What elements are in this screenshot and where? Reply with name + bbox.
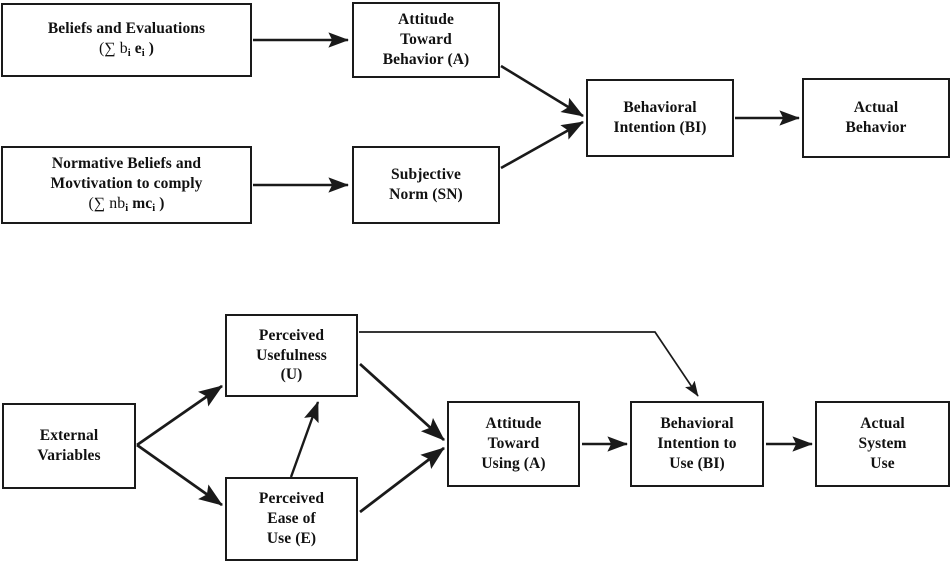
node-perceived-usefulness[interactable]: Perceived Usefulness (U) — [225, 314, 358, 397]
node-label: Beliefs and Evaluations (∑ bi ei ) — [47, 20, 206, 60]
node-actual-behavior[interactable]: Actual Behavior — [802, 78, 950, 158]
node-beliefs-and-evaluations[interactable]: Beliefs and Evaluations (∑ bi ei ) — [1, 3, 252, 77]
node-actual-system-use[interactable]: Actual System Use — [815, 401, 950, 487]
node-label: Perceived Ease of Use (E) — [258, 490, 325, 547]
node-label: Behavioral Intention to Use (BI) — [657, 415, 737, 472]
node-label: Actual System Use — [858, 415, 907, 472]
edge-ease-of-use-to-usefulness — [289, 401, 320, 478]
node-external-variables[interactable]: External Variables — [2, 403, 136, 489]
node-behavioral-intention-to-use[interactable]: Behavioral Intention to Use (BI) — [630, 401, 764, 487]
node-behavioral-intention[interactable]: Behavioral Intention (BI) — [586, 79, 734, 157]
node-label: Behavioral Intention (BI) — [613, 99, 707, 136]
edge-subjective-norm-to-intention — [500, 120, 584, 170]
edge-ease-of-use-to-attitude-using — [359, 446, 445, 514]
edge-external-to-usefulness — [136, 384, 223, 447]
node-label: Attitude Toward Using (A) — [481, 415, 546, 472]
node-label: Attitude Toward Behavior (A) — [382, 11, 470, 68]
node-label: Actual Behavior — [845, 99, 907, 136]
edge-usefulness-to-intention-to-use — [359, 331, 699, 397]
edge-external-to-ease-of-use — [136, 443, 223, 507]
node-attitude-toward-behavior[interactable]: Attitude Toward Behavior (A) — [352, 2, 500, 78]
node-label: Subjective Norm (SN) — [389, 166, 463, 203]
node-label: Perceived Usefulness (U) — [256, 326, 327, 384]
node-attitude-toward-using[interactable]: Attitude Toward Using (A) — [447, 401, 580, 487]
node-label: Normative Beliefs and Movtivation to com… — [50, 155, 203, 215]
node-perceived-ease-of-use[interactable]: Perceived Ease of Use (E) — [225, 477, 358, 561]
edge-attitude-to-intention — [500, 64, 584, 118]
node-normative-beliefs[interactable]: Normative Beliefs and Movtivation to com… — [1, 146, 252, 224]
node-label: External Variables — [37, 427, 101, 464]
node-subjective-norm[interactable]: Subjective Norm (SN) — [352, 146, 500, 224]
edge-usefulness-to-attitude-using — [359, 362, 445, 442]
